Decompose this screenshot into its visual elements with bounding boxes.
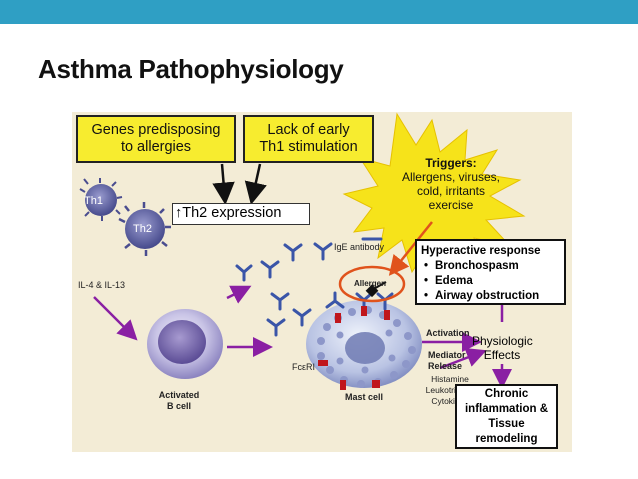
th1-label: Th1 (84, 195, 103, 207)
mediator-item: Cytokines (431, 396, 469, 406)
b-cell-line-1: Activated (158, 390, 200, 400)
lack-line-2: Th1 stimulation (259, 139, 358, 155)
physiologic-line-1: Physiologic (472, 334, 533, 348)
ige-label: IgE antibody (334, 242, 385, 252)
mediator-line-2: Release (428, 361, 463, 371)
physiologic-line-2: Effects (483, 348, 521, 362)
genes-box: Genes predisposing to allergies (76, 115, 236, 163)
triggers-line-3: exercise (428, 198, 474, 212)
b-cell-icon (147, 309, 223, 379)
th2-cell-icon (118, 202, 171, 256)
hyperactive-list: Bronchospasm Edema Airway obstruction (421, 259, 560, 304)
diagram-panel: Genes predisposing to allergies Lack of … (72, 112, 572, 452)
allergen-label: Allergen (354, 279, 387, 288)
activation-label: Activation (426, 328, 470, 338)
chronic-line-3: Tissue (488, 418, 525, 430)
b-cell-line-2: B cell (166, 401, 191, 411)
activated-b-cell-label: Activated B cell (154, 390, 204, 412)
triggers-line-1: Allergens, viruses, (401, 170, 501, 184)
ige-antibodies (235, 237, 394, 337)
hyperactive-response-box: Hyperactive response Bronchospasm Edema … (415, 239, 566, 305)
hyperactive-heading: Hyperactive response (421, 245, 541, 257)
il-label: IL-4 & IL-13 (78, 280, 126, 290)
genes-line-1: Genes predisposing (91, 122, 221, 138)
lack-line-1: Lack of early (267, 122, 350, 138)
hyperactive-item: Edema (424, 274, 560, 289)
mast-cell-label: Mast cell (345, 392, 384, 402)
top-accent-bar (0, 0, 638, 24)
chronic-line-1: Chronic (484, 388, 529, 400)
chronic-line-4: remodeling (475, 433, 538, 445)
slide-title: Asthma Pathophysiology (38, 54, 344, 84)
mediator-item: Histamine (431, 374, 469, 384)
th2-expression-box: ↑Th2 expression (172, 203, 310, 225)
chronic-line-2: inflammation & (464, 403, 549, 415)
allergen-icon (365, 281, 387, 298)
physiologic-effects: Physiologic Effects (472, 334, 533, 362)
hyperactive-item: Airway obstruction (424, 289, 560, 304)
fceri-label: FcεRI (292, 362, 316, 372)
triggers-line-2: cold, irritants (416, 184, 486, 198)
allergen-highlight (338, 265, 406, 303)
lack-box: Lack of early Th1 stimulation (243, 115, 374, 163)
fceri-receptors (318, 306, 390, 390)
th2-label: Th2 (133, 223, 152, 235)
mediator-release: Mediator Release (428, 350, 466, 372)
diagram-graphics (79, 112, 526, 390)
mediator-item: Leukotrienes (425, 385, 475, 395)
th2-expression-label: Th2 expression (182, 205, 282, 221)
hyperactive-item: Bronchospasm (424, 259, 560, 274)
chronic-inflammation-box: Chronic inflammation & Tissue remodeling (455, 384, 558, 449)
up-arrow-icon: ↑ (175, 205, 183, 221)
triggers-text: Triggers: Allergens, viruses, cold, irri… (390, 156, 512, 212)
mediator-line-1: Mediator (428, 350, 466, 360)
genes-line-2: to allergies (120, 139, 192, 155)
mediators-list: Histamine Leukotrienes Cytokines (420, 374, 480, 407)
triggers-heading: Triggers: (425, 156, 477, 170)
th1-cell-icon (79, 178, 123, 221)
